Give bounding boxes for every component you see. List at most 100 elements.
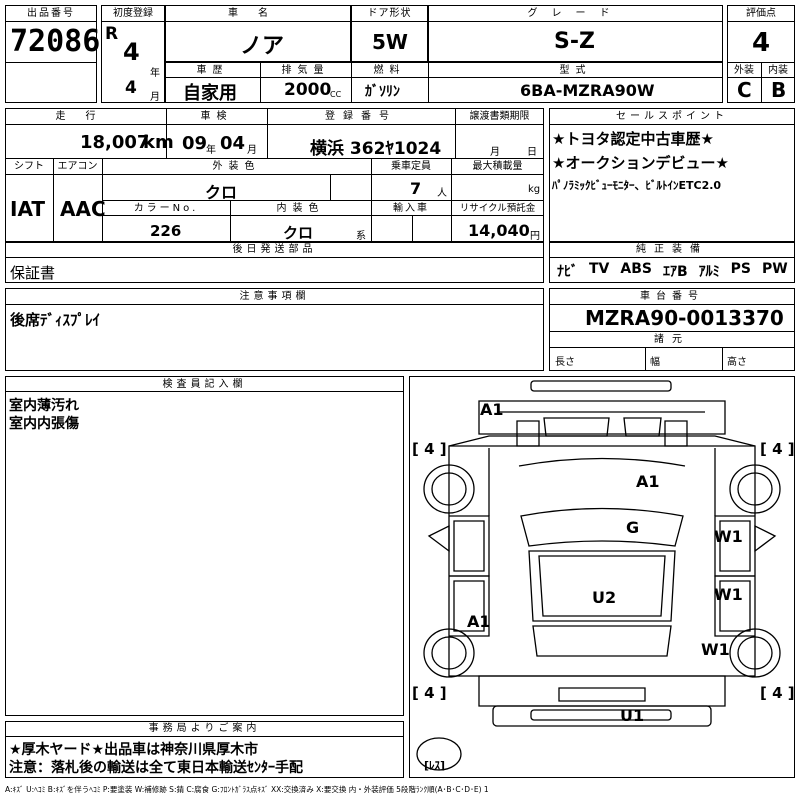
displacement: 2000 <box>284 80 332 100</box>
mark-right-rear-door: W1 <box>714 585 743 604</box>
fuel: ｶﾞｿﾘﾝ <box>365 84 400 100</box>
office-label: 事務局よりご案内 <box>148 723 261 734</box>
int-grade: B <box>771 78 787 102</box>
insp-year-unit: 年 <box>206 145 216 156</box>
notes-value: 後席ﾃﾞｨｽﾌﾟﾚｲ <box>10 311 101 329</box>
transfer-month: 月 <box>490 147 500 158</box>
mark-front-bumper: A1 <box>480 400 504 419</box>
shift-label: シフト <box>14 161 44 172</box>
shift: IAT <box>10 197 46 221</box>
equip-navi: ﾅﾋﾞ <box>557 264 578 280</box>
car-name-box <box>165 5 351 62</box>
ac-label: エアコン <box>57 161 98 172</box>
sales-line-2: ★オークションデビュー★ <box>552 154 729 172</box>
equipment-box <box>549 242 795 283</box>
era: R <box>105 24 119 44</box>
mark-right-front-door: W1 <box>714 527 743 546</box>
reg-no-label: 登録番号 <box>325 111 397 122</box>
recycle: 14,040 <box>468 221 530 240</box>
grade-box <box>428 5 723 62</box>
equipment-label: 純正装備 <box>636 244 708 255</box>
model: 6BA-MZRA90W <box>520 81 655 100</box>
score: 4 <box>752 28 771 58</box>
capacity-unit: 人 <box>437 188 447 199</box>
import-label: 輸入車 <box>393 203 429 214</box>
sales-line-1: ★トヨタ認定中古車歴★ <box>552 130 714 148</box>
max-load-unit: kg <box>528 184 541 195</box>
int-color: クロ <box>283 224 314 242</box>
cc-unit: CC <box>330 90 342 99</box>
first-reg-box <box>101 5 165 103</box>
notes-box <box>5 288 544 371</box>
inspector-line-1: 室内薄汚れ <box>9 398 79 414</box>
spec-block <box>5 108 544 242</box>
length-label: 長さ <box>555 357 575 368</box>
mileage-label: 走行 <box>55 111 116 122</box>
displacement-label: 排気量 <box>281 65 330 76</box>
insp-month-unit: 月 <box>247 145 257 156</box>
sales-label: セールスポイント <box>616 111 728 122</box>
office-box <box>5 721 404 778</box>
later-parts-label: 後日発送部品 <box>232 244 317 255</box>
km-unit: km <box>143 132 174 153</box>
insp-year: 09 <box>182 133 208 154</box>
color-no: 226 <box>150 222 182 240</box>
later-parts-box <box>5 242 544 283</box>
ext-label: 外装 <box>734 65 754 76</box>
equip-alloy: ｱﾙﾐ <box>698 264 720 280</box>
later-parts-value: 保証書 <box>10 264 56 282</box>
tire-front-left: [ 4 ] <box>412 440 447 458</box>
mark-roof: U2 <box>592 588 617 607</box>
capacity-label: 乗車定員 <box>391 161 431 172</box>
max-load-label: 最大積載量 <box>472 161 523 172</box>
capacity: 7 <box>410 179 422 198</box>
chassis-box <box>549 288 795 371</box>
door-box <box>351 5 428 62</box>
ext-color-label: 外装色 <box>212 161 261 172</box>
equip-pw: PW <box>762 261 788 277</box>
dims-label: 諸元 <box>654 334 690 345</box>
spare-tire: [ﾚｽ] <box>424 759 446 772</box>
equip-ps: PS <box>730 261 751 277</box>
lot-number: 72086 <box>10 24 101 59</box>
tire-rear-right: [ 4 ] <box>760 684 795 702</box>
equipment-list: ﾅﾋﾞ TV ABS ｴｱB ｱﾙﾐ PS PW <box>557 261 793 281</box>
year-unit: 年 <box>150 68 160 79</box>
equip-tv: TV <box>589 261 610 277</box>
transfer-day: 日 <box>527 147 537 158</box>
tire-rear-left: [ 4 ] <box>412 684 447 702</box>
month-unit: 月 <box>150 92 160 103</box>
inspection-label: 車検 <box>200 111 233 122</box>
lot-label: 出品番号 <box>27 8 75 19</box>
first-reg-label: 初度登録 <box>113 8 153 19</box>
door-label: ドア形状 <box>367 8 412 19</box>
mileage: 18,007 <box>80 132 150 153</box>
door-type: 5W <box>372 30 408 54</box>
ac: AAC <box>60 197 106 221</box>
int-label: 内装 <box>768 65 788 76</box>
notes-label: 注意事項欄 <box>239 291 310 302</box>
ext-color: クロ <box>205 183 238 202</box>
equip-abs: ABS <box>620 261 652 277</box>
car-name: ノア <box>240 34 285 59</box>
history-label: 車歴 <box>196 65 229 76</box>
recycle-unit: 円 <box>530 231 540 242</box>
insp-month: 04 <box>220 133 246 154</box>
sales-line-3: ﾊﾟﾉﾗﾐｯｸﾋﾞｭｰﾓﾆﾀｰ、ﾋﾞﾙﾄｲﾝETC2.0 <box>552 179 722 192</box>
lot-box <box>5 5 97 103</box>
mark-hood: A1 <box>636 472 660 491</box>
int-color-unit: 系 <box>356 231 366 242</box>
int-color-label: 内装色 <box>276 203 325 214</box>
reg-year: 4 <box>123 38 140 66</box>
grade: S-Z <box>554 29 595 54</box>
mark-windshield: G <box>626 518 640 537</box>
history-row <box>165 62 723 103</box>
model-label: 型式 <box>559 65 592 76</box>
history: 自家用 <box>183 83 237 104</box>
tire-front-right: [ 4 ] <box>760 440 795 458</box>
mark-left-rear-door: A1 <box>467 612 491 631</box>
reg-month: 4 <box>125 78 137 98</box>
transfer-label: 譲渡書類期限 <box>469 111 530 122</box>
chassis-label: 車台番号 <box>640 291 704 302</box>
mark-rear-bumper: U1 <box>620 706 645 725</box>
